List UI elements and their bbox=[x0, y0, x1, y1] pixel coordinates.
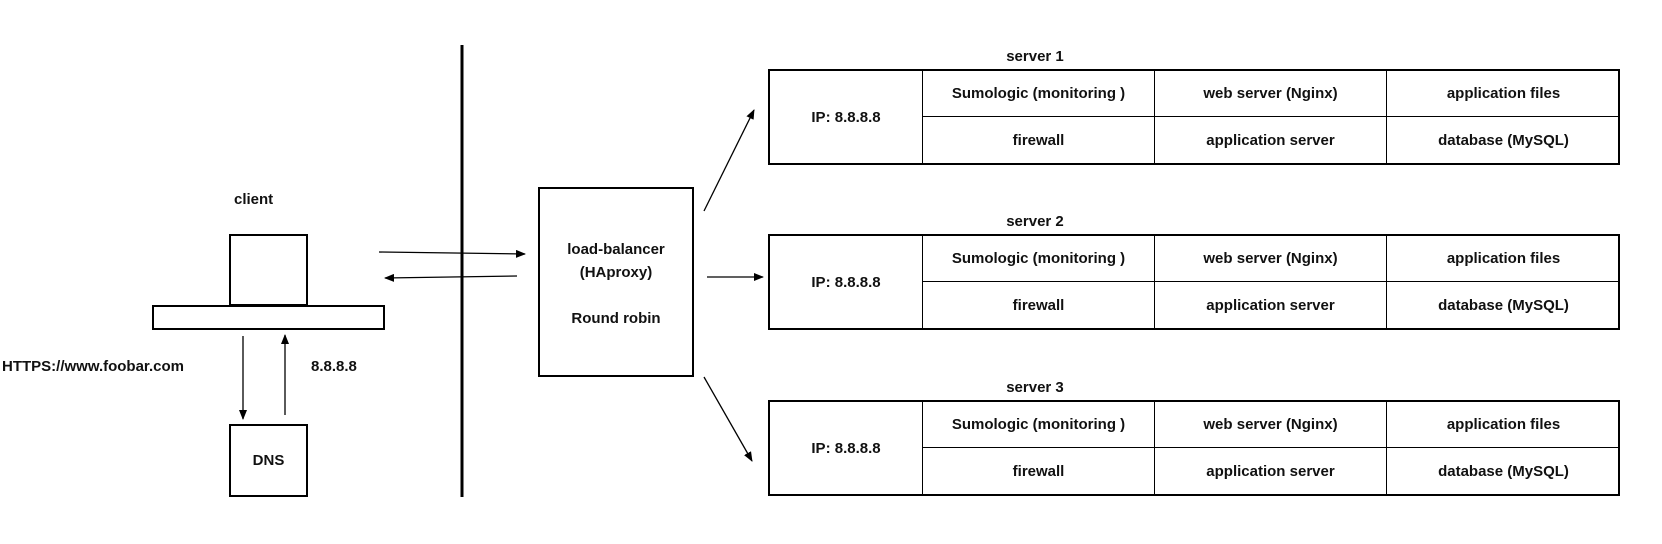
server-component-cell: application files bbox=[1387, 236, 1620, 282]
dns-box: DNS bbox=[229, 424, 308, 497]
client-label: client bbox=[234, 191, 274, 208]
server-3-title: server 3 bbox=[1006, 379, 1064, 396]
load-balancer-box: load-balancer (HAproxy) Round robin bbox=[538, 187, 694, 377]
server-component-cell: application server bbox=[1155, 117, 1387, 163]
server-component-cell: Sumologic (monitoring ) bbox=[923, 236, 1155, 282]
server-1-title: server 1 bbox=[1006, 48, 1064, 65]
server-component-cell: application files bbox=[1387, 402, 1620, 448]
server-component-cell: application server bbox=[1155, 282, 1387, 328]
server-component-cell: firewall bbox=[923, 117, 1155, 163]
server-ip-cell: IP: 8.8.8.8 bbox=[770, 402, 923, 494]
server-component-cell: firewall bbox=[923, 282, 1155, 328]
server-2-title: server 2 bbox=[1006, 213, 1064, 230]
dns-label: DNS bbox=[252, 452, 285, 469]
server-component-cell: application server bbox=[1155, 448, 1387, 494]
server-component-cell: database (MySQL) bbox=[1438, 296, 1569, 314]
server-component-cell: Sumologic (monitoring ) bbox=[923, 71, 1155, 117]
load-balancer-to-client-arrow bbox=[384, 273, 518, 282]
server-component-cell: web server (Nginx) bbox=[1155, 236, 1387, 282]
client-monitor-icon bbox=[229, 234, 308, 306]
load-balancer-to-server3-arrow bbox=[703, 376, 753, 462]
server-component-cell: Sumologic (monitoring ) bbox=[923, 402, 1155, 448]
server-component-cell: firewall bbox=[923, 448, 1155, 494]
server-component-cell: database (MySQL) bbox=[1438, 131, 1569, 149]
load-balancer-to-server1-arrow bbox=[703, 109, 755, 212]
server-ip-cell: IP: 8.8.8.8 bbox=[770, 71, 923, 163]
client-to-load-balancer-arrow bbox=[378, 249, 526, 258]
client-url-label: HTTPS://www.foobar.com bbox=[2, 358, 184, 375]
load-balancer-algorithm: Round robin bbox=[571, 310, 661, 327]
server-ip-cell: IP: 8.8.8.8 bbox=[770, 236, 923, 328]
load-balancer-title: load-balancer bbox=[567, 241, 665, 258]
server-component-cell: web server (Nginx) bbox=[1155, 402, 1387, 448]
server-component-cell: application files bbox=[1387, 71, 1620, 117]
server-component-cell: database (MySQL) bbox=[1438, 462, 1569, 480]
load-balancer-software: (HAproxy) bbox=[579, 264, 653, 281]
server-component-cell: web server (Nginx) bbox=[1155, 71, 1387, 117]
client-base bbox=[152, 305, 385, 330]
dns-response-ip-label: 8.8.8.8 bbox=[311, 358, 357, 375]
